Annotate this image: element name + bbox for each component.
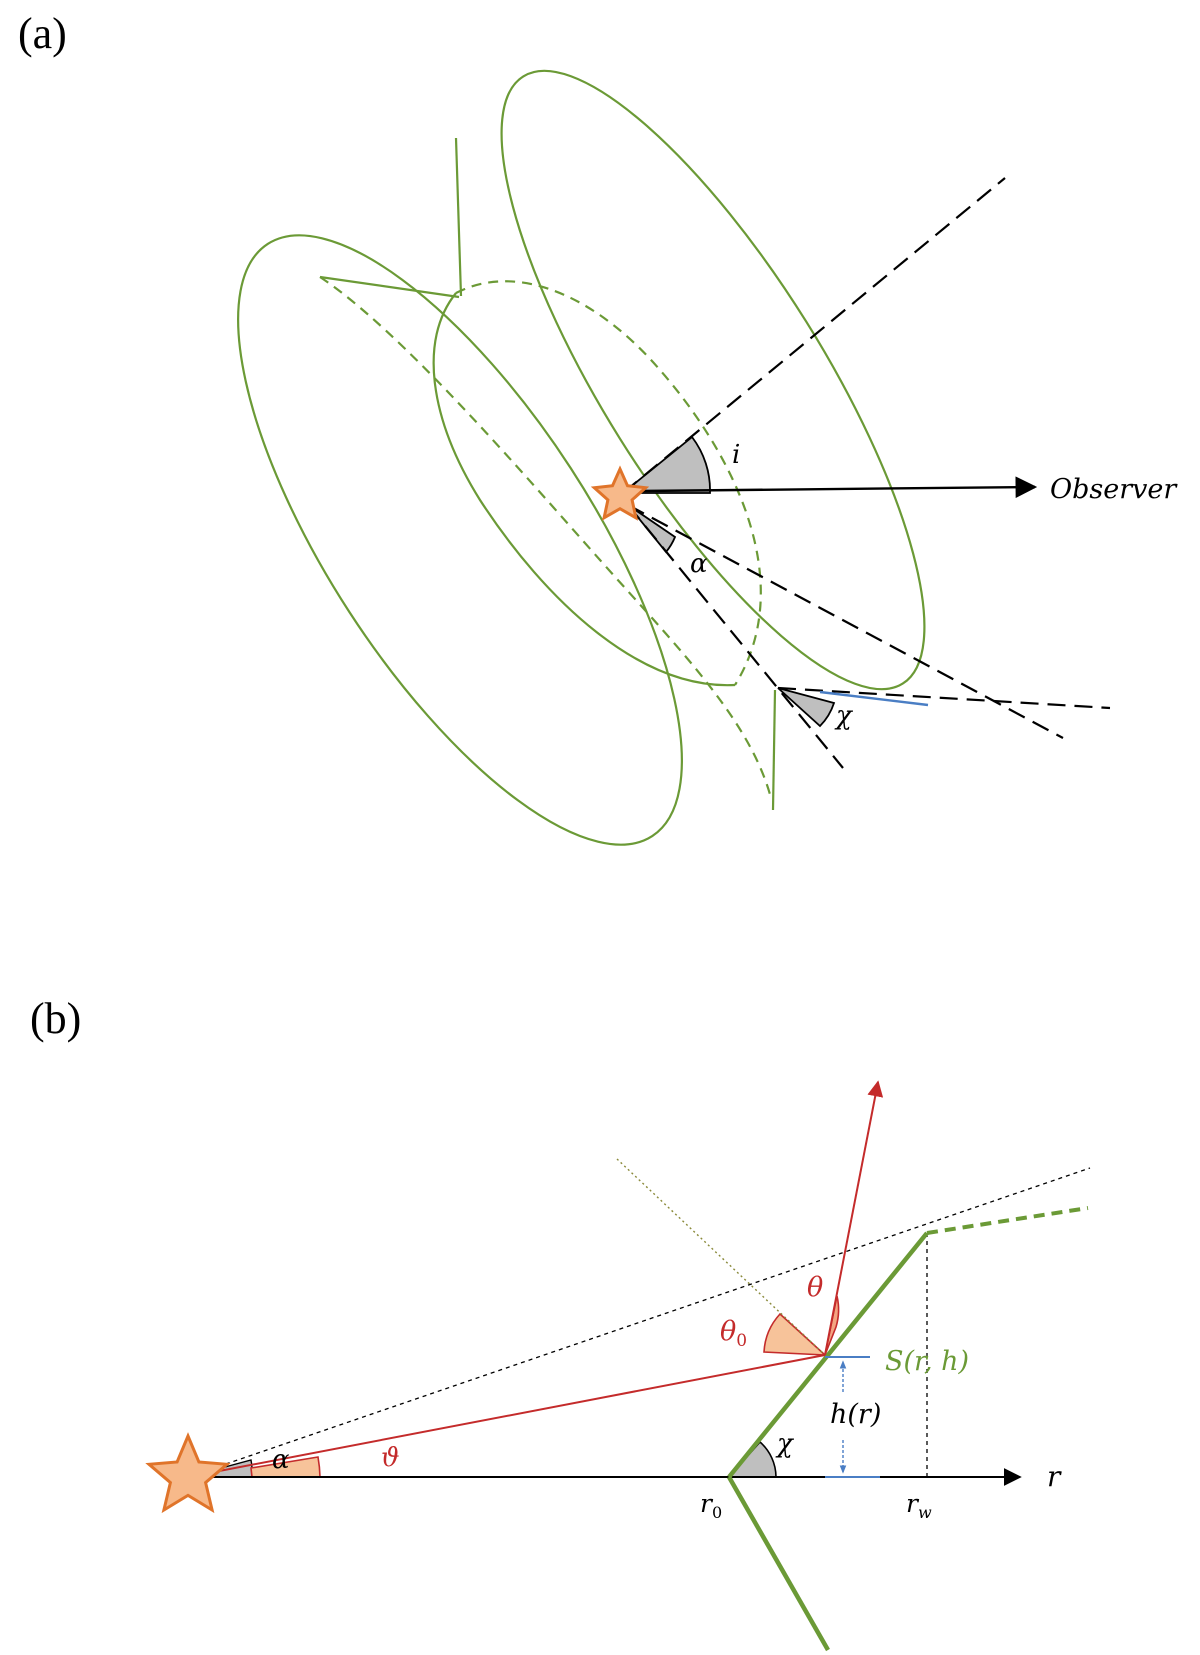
wind-surface-dashed-extension [926,1206,1089,1235]
cone-opening-upper [500,69,926,691]
wind-surface-lower [727,1475,830,1652]
cone-waist-back [455,280,762,686]
panel-b: (b) α ϑ θ0 θ χ S(r, h) [30,994,1091,1652]
cone-edge-left [319,275,460,299]
angle-theta0-label: θ0 [720,1316,747,1351]
angle-alpha-label: α [690,549,708,579]
angle-chi-wedge [777,687,836,728]
angle-vartheta-label: ϑ [381,1443,400,1473]
angle-theta-label: θ [807,1272,823,1303]
observer-arrow [639,476,1038,498]
angle-alpha-label-b: α [272,1445,290,1475]
rw-label: rw [906,1489,932,1522]
r0-label: r0 [700,1489,722,1522]
sight-line-dashed [187,1167,1091,1478]
axis-r-label: r [1047,1460,1062,1493]
incident-ray [187,1354,826,1478]
cone-edge-bottom [771,689,777,811]
star-icon-b [145,1432,231,1514]
star-icon [590,465,650,521]
angle-theta0-wedge [763,1312,828,1356]
cone-waist-front [432,292,736,687]
panel-a-label: (a) [18,9,67,58]
cone-opening-lower [237,234,683,846]
blue-segment [819,690,929,707]
panel-a: (a) i α χ Observer [18,9,1178,846]
wind-surface-upper [727,1231,929,1479]
cone-edge-top [454,137,463,297]
panel-b-label: (b) [30,994,81,1043]
wind-axis-dashed [622,177,1006,494]
scattered-ray [824,1080,884,1356]
height-label: h(r) [830,1399,881,1430]
tangent-dashed [777,686,1111,710]
angle-chi-label-b: χ [775,1429,795,1459]
angle-i-label: i [732,440,740,470]
surface-label: S(r, h) [885,1346,969,1377]
cone-generatrix-dashed [627,504,844,769]
line-of-sight-alpha [627,504,1064,739]
observer-label: Observer [1050,474,1178,505]
angle-chi-label: χ [834,701,854,731]
cone-lower-hidden-edge [319,276,773,799]
